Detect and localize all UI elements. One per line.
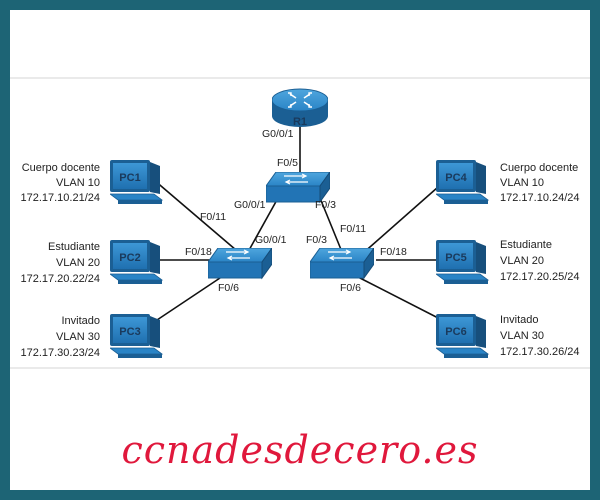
pc-name: PC2	[119, 252, 140, 264]
switch-s3[interactable]	[310, 248, 374, 279]
pc-pc3[interactable]: PC3	[110, 314, 163, 359]
pc6-info: Invitado VLAN 30 172.17.30.26/24	[500, 314, 580, 358]
link-s1-s3	[319, 197, 343, 253]
link-s3-pc4	[361, 179, 447, 255]
network-links	[153, 122, 447, 323]
switch-icon	[266, 172, 330, 203]
pc4-vlan: VLAN 10	[500, 177, 544, 189]
switch-icon	[208, 248, 272, 279]
pc5-vlan: VLAN 20	[500, 255, 544, 267]
pc6-ip: 172.17.30.26/24	[500, 346, 580, 358]
s3-port-pc6: F0/6	[340, 282, 361, 294]
pc6-vlan: VLAN 30	[500, 330, 544, 342]
pc-pc1[interactable]: PC1	[110, 160, 163, 205]
router-r1[interactable]: R1	[272, 88, 328, 128]
pc-name: PC3	[119, 326, 140, 338]
s3-port-pc4: F0/11	[340, 223, 366, 235]
pc-pc2[interactable]: PC2	[110, 240, 163, 285]
pc-name: PC6	[445, 326, 466, 338]
pc2-vlan: VLAN 20	[56, 257, 100, 269]
pc1-vlan: VLAN 10	[56, 177, 100, 189]
pc2-role: Estudiante	[48, 241, 100, 253]
pc3-role: Invitado	[61, 315, 100, 327]
pc5-role: Estudiante	[500, 239, 552, 251]
pc-name: PC5	[445, 252, 466, 264]
link-s2-pc1	[153, 179, 237, 251]
pc-name: PC1	[119, 172, 140, 184]
switch-s2[interactable]	[208, 248, 272, 279]
pc-pc4[interactable]: PC4	[436, 160, 489, 205]
pc3-vlan: VLAN 30	[56, 331, 100, 343]
s2-port-pc1: F0/11	[200, 211, 226, 223]
pc1-role: Cuerpo docente	[22, 162, 100, 174]
s1-port-top: F0/5	[277, 157, 298, 169]
pc1-info: Cuerpo docente VLAN 10 172.17.10.21/24	[20, 162, 100, 204]
pc5-info: Estudiante VLAN 20 172.17.20.25/24	[500, 239, 580, 283]
pc2-ip: 172.17.20.22/24	[20, 273, 100, 285]
switch-icon	[310, 248, 374, 279]
pc6-role: Invitado	[500, 314, 539, 326]
link-s3-pc6	[355, 275, 447, 323]
switch-s1[interactable]	[266, 172, 330, 203]
s3-port-up: F0/3	[306, 234, 327, 246]
s2-port-pc3: F0/6	[218, 282, 239, 294]
pc3-info: Invitado VLAN 30 172.17.30.23/24	[20, 315, 100, 359]
pc1-ip: 172.17.10.21/24	[20, 192, 100, 204]
pc2-info: Estudiante VLAN 20 172.17.20.22/24	[20, 241, 100, 285]
pc-pc6[interactable]: PC6	[436, 314, 489, 359]
s1-port-right: F0/3	[315, 199, 336, 211]
s1-port-left: G0/0/1	[234, 199, 266, 211]
r1-port-label: G0/0/1	[262, 128, 294, 140]
pc4-role: Cuerpo docente	[500, 162, 578, 174]
pc4-info: Cuerpo docente VLAN 10 172.17.10.24/24	[500, 162, 580, 204]
link-s2-pc3	[153, 273, 227, 323]
pc4-ip: 172.17.10.24/24	[500, 192, 580, 204]
s2-port-up: G0/0/1	[255, 234, 287, 246]
link-s1-s2	[247, 197, 279, 253]
pc3-ip: 172.17.30.23/24	[20, 347, 100, 359]
pc5-ip: 172.17.20.25/24	[500, 271, 580, 283]
pc-name: PC4	[445, 172, 467, 184]
router-name: R1	[293, 116, 307, 128]
s2-port-pc2: F0/18	[185, 246, 212, 258]
site-watermark: ccnadesdecero.es	[121, 428, 479, 472]
pc-pc5[interactable]: PC5	[436, 240, 489, 285]
s3-port-pc5: F0/18	[380, 246, 407, 258]
